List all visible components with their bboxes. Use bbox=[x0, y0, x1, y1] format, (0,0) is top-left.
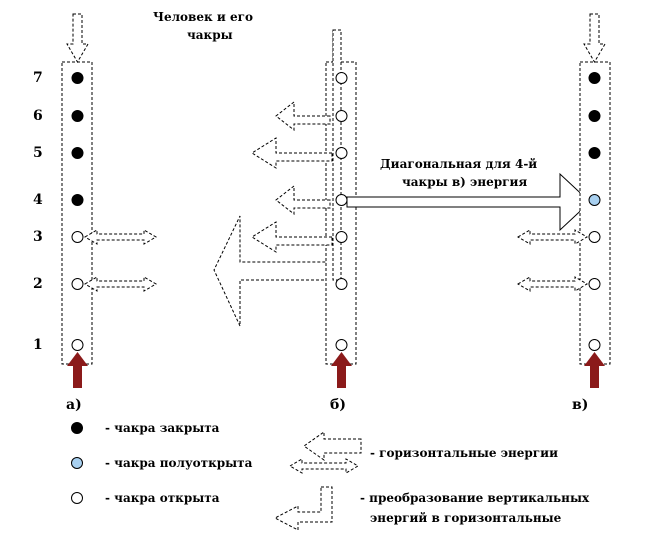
legend-half-open-label: - чакра полуоткрыта bbox=[105, 456, 253, 470]
title-line-2: чакры bbox=[187, 28, 233, 42]
legend-left-arrow-symbol bbox=[303, 431, 362, 461]
top-inflow-arrow-c bbox=[583, 13, 606, 63]
diagonal-label-line-2: чакры в) энергия bbox=[402, 175, 528, 189]
column-label-a: а) bbox=[66, 397, 82, 413]
chakra-3-b bbox=[335, 231, 348, 243]
column-c-body bbox=[579, 61, 611, 365]
left-arrow-b-6 bbox=[275, 100, 331, 132]
chakra-6-c bbox=[588, 110, 601, 122]
legend-open-label: - чакра открыта bbox=[105, 491, 220, 505]
chakra-3-a bbox=[71, 231, 84, 243]
legend-closed-symbol bbox=[71, 422, 83, 434]
column-b bbox=[213, 29, 591, 388]
level-5: 5 bbox=[33, 145, 43, 161]
horizontal-energy-arrow-a-2 bbox=[84, 276, 157, 292]
diagonal-energy-arrow bbox=[346, 172, 591, 232]
chakra-6-b bbox=[335, 110, 348, 122]
level-3: 3 bbox=[33, 229, 43, 245]
left-arrow-b-5 bbox=[251, 137, 333, 169]
legend-closed-label: - чакра закрыта bbox=[105, 421, 220, 435]
title-line-1: Человек и его bbox=[153, 10, 253, 24]
horizontal-energy-arrow-c-2 bbox=[517, 276, 588, 292]
chakra-1-a bbox=[71, 339, 84, 351]
chakra-4-c bbox=[588, 194, 601, 206]
chakra-4-b bbox=[335, 194, 348, 206]
level-2: 2 bbox=[33, 276, 43, 292]
legend-double-arrow-symbol bbox=[289, 458, 359, 474]
column-label-c: в) bbox=[572, 397, 589, 413]
ground-energy-arrow-c bbox=[584, 352, 605, 388]
column-a bbox=[61, 13, 157, 388]
legend bbox=[71, 422, 362, 531]
legend-half-open-symbol bbox=[71, 457, 83, 469]
diagonal-label-line-1: Диагональная для 4-й bbox=[380, 157, 538, 171]
ground-energy-arrow-b bbox=[331, 352, 352, 388]
top-inflow-arrow-a bbox=[66, 13, 89, 63]
legend-conversion-symbol bbox=[273, 486, 333, 531]
chakra-6-a bbox=[71, 110, 84, 122]
level-1: 1 bbox=[33, 337, 43, 353]
level-6: 6 bbox=[33, 108, 43, 124]
left-arrow-b-4 bbox=[275, 184, 331, 216]
chakra-3-c bbox=[588, 231, 601, 243]
chakra-7-b bbox=[335, 72, 348, 84]
level-7: 7 bbox=[33, 70, 43, 86]
column-c bbox=[517, 13, 611, 388]
chakra-7-a bbox=[71, 72, 84, 84]
chakra-7-c bbox=[588, 72, 601, 84]
level-4: 4 bbox=[33, 192, 43, 208]
horizontal-energy-arrow-c-3 bbox=[517, 229, 588, 245]
chakra-2-a bbox=[71, 278, 84, 290]
legend-conversion-label-2: энергий в горизонтальные bbox=[370, 511, 562, 525]
big-conversion-arrow-b bbox=[213, 29, 342, 327]
chakra-5-a bbox=[71, 147, 84, 159]
chakra-2-b bbox=[335, 278, 348, 290]
chakra-5-b bbox=[335, 147, 348, 159]
legend-conversion-label-1: - преобразование вертикальных bbox=[360, 491, 590, 505]
chakra-5-c bbox=[588, 147, 601, 159]
chakra-1-b bbox=[335, 339, 348, 351]
chakra-4-a bbox=[71, 194, 84, 206]
chakra-2-c bbox=[588, 278, 601, 290]
left-arrow-b-3 bbox=[251, 221, 333, 253]
horizontal-energy-arrow-a-3 bbox=[84, 229, 157, 245]
column-a-body bbox=[61, 61, 93, 365]
ground-energy-arrow-a bbox=[67, 352, 88, 388]
legend-horizontal-label: - горизонтальные энергии bbox=[370, 446, 558, 460]
chakra-1-c bbox=[588, 339, 601, 351]
legend-open-symbol bbox=[71, 492, 83, 504]
column-label-b: б) bbox=[330, 397, 346, 413]
